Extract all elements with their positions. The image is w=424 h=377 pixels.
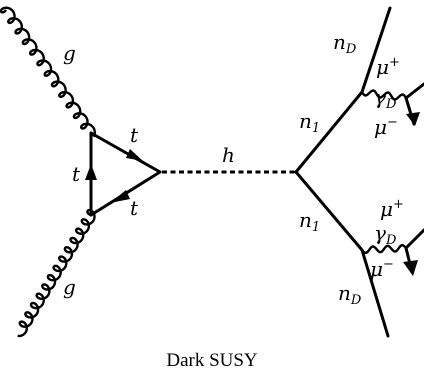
- label-higgs: h: [222, 143, 235, 167]
- n1-upper-line: [294, 90, 364, 174]
- nD-upper-line: [360, 6, 392, 94]
- label-muon-minus-upper: μ−: [374, 115, 398, 139]
- label-top-quark-lower: t: [130, 196, 139, 220]
- caption: Dark SUSY: [166, 350, 258, 371]
- label-nD-upper: nD: [333, 30, 357, 57]
- arrow-lower-line: [110, 190, 130, 203]
- label-gluon-bottom: g: [63, 275, 76, 299]
- muon-arrow-upper: [406, 112, 420, 126]
- arrow-upper-line: [126, 149, 143, 161]
- nD-lower-line: [360, 248, 390, 338]
- label-muon-plus-upper: μ+: [376, 55, 400, 79]
- label-nD-lower: nD: [338, 281, 362, 308]
- muon-line-lower-a: [404, 228, 424, 250]
- label-n1-lower: n1: [299, 208, 320, 235]
- label-muon-plus-lower: μ+: [380, 197, 404, 221]
- dark-photon-lower: [361, 243, 407, 255]
- label-dark-photon-lower: γD: [374, 221, 397, 248]
- muon-arrow-lower: [403, 260, 418, 276]
- arrow-left-line: [85, 164, 97, 180]
- label-top-quark-left: t: [72, 162, 81, 186]
- top-loop-upper-line: [89, 131, 162, 174]
- label-gluon-top: g: [63, 41, 76, 65]
- label-n1-upper: n1: [299, 109, 320, 136]
- gluon-line-top: [0, 6, 96, 138]
- dark-photon-upper: [360, 89, 408, 101]
- n1-lower-line: [294, 170, 364, 252]
- muon-line-upper-a: [404, 82, 424, 100]
- label-muon-minus-lower: μ−: [370, 257, 394, 281]
- label-top-quark-upper: t: [130, 123, 139, 147]
- label-dark-photon-upper: γD: [374, 85, 397, 112]
- gluon-line-bottom: [17, 208, 96, 338]
